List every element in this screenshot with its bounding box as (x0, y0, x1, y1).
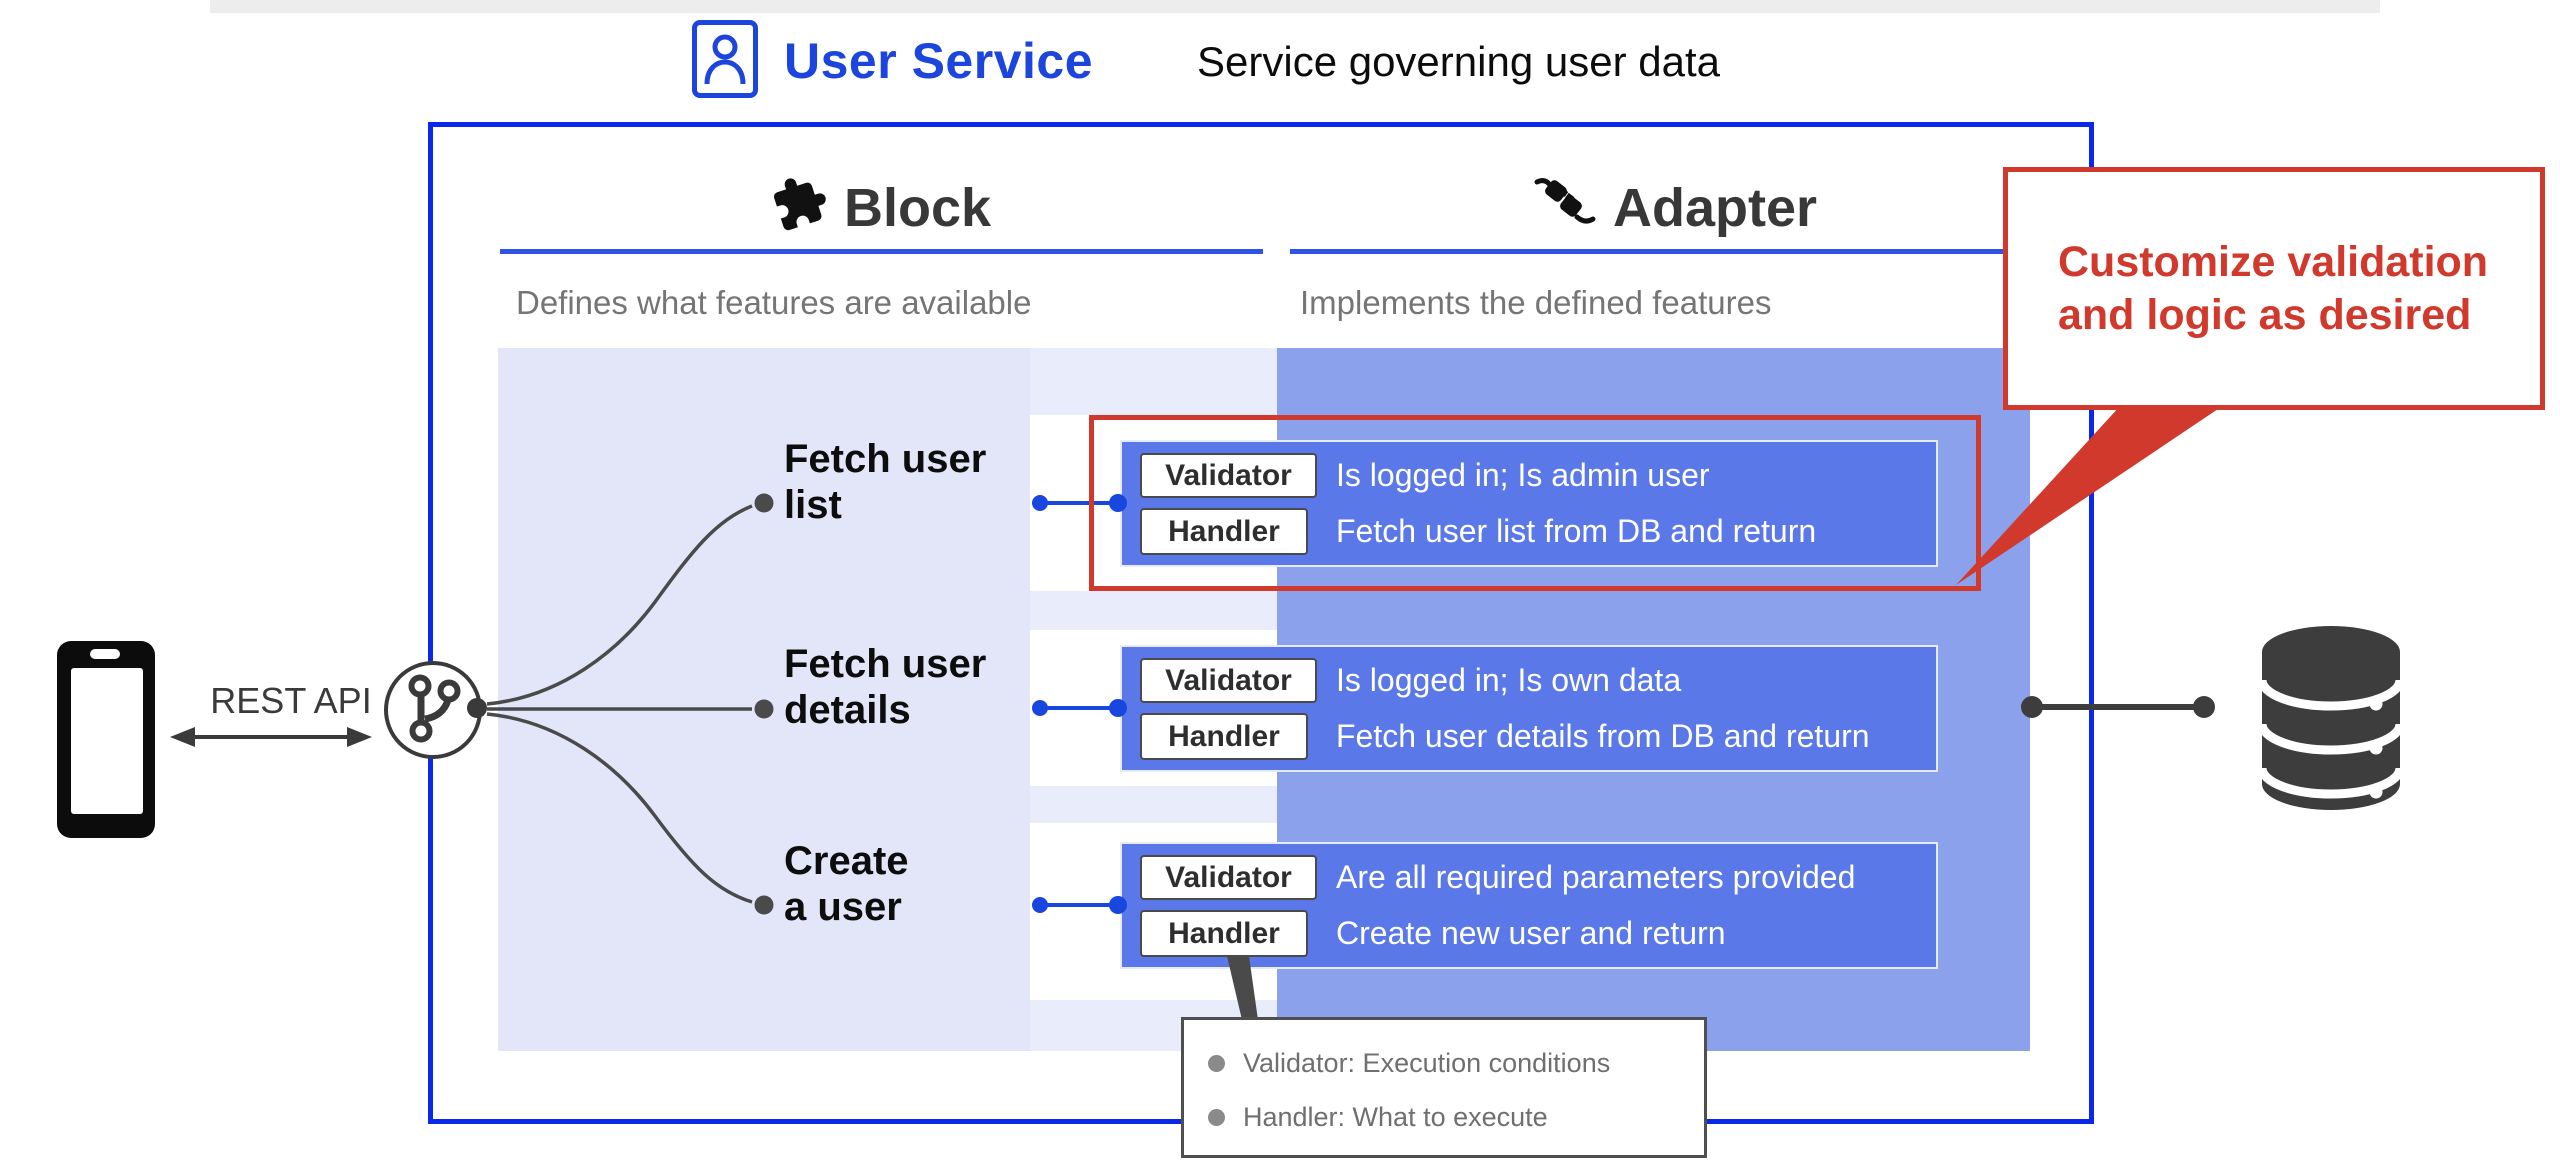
handler-text: Fetch user list from DB and return (1336, 513, 1817, 549)
plug-connection-icon (1531, 174, 1597, 243)
block-underline (500, 249, 1263, 254)
feature-label-create-a-user: Create a user (784, 839, 909, 929)
handler-chip: Handler (1140, 713, 1308, 760)
legend-text: Validator: Execution conditions (1243, 1047, 1611, 1078)
user-card-icon (692, 20, 758, 98)
rest-api-label: REST API (210, 680, 372, 721)
adapter-column-header: Adapter (1290, 176, 2058, 240)
highlight-red-box (1089, 415, 1981, 591)
block-subtitle: Defines what features are available (516, 284, 1032, 321)
rest-api-arrow (170, 727, 372, 747)
adapter-title: Adapter (1612, 178, 1818, 238)
handler-chip: Handler (1140, 910, 1308, 957)
validator-text: Is logged in; Is admin user (1336, 457, 1710, 493)
bullet-icon (1208, 1054, 1225, 1072)
block-title: Block (843, 178, 992, 238)
feature-label-fetch-user-details: Fetch user details (784, 642, 987, 732)
validator-chip: Validator (1140, 855, 1317, 900)
page-title: User Service (784, 33, 1094, 89)
top-divider (210, 0, 2380, 13)
feature-label-fetch-user-list: Fetch user list (784, 437, 987, 527)
adapter-row-fetch-user-details: Validator Is logged in; Is own data Hand… (1120, 645, 1938, 772)
bullet-icon (1208, 1108, 1225, 1126)
legend-tooltip: Validator: Execution conditions Handler:… (1181, 1017, 1707, 1158)
handler-text: Fetch user details from DB and return (1336, 718, 1870, 754)
page-subtitle: Service governing user data (1197, 38, 1720, 85)
validator-chip: Validator (1140, 453, 1317, 498)
callout-line1: Customize validation (2058, 237, 2489, 286)
legend-item: Validator: Execution conditions (1208, 1048, 1610, 1078)
validator-chip: Validator (1140, 658, 1317, 703)
legend-item: Handler: What to execute (1208, 1102, 1548, 1132)
smartphone-icon (57, 641, 155, 838)
validator-text: Are all required parameters provided (1336, 859, 1856, 895)
adapter-row-fetch-user-list: Validator Is logged in; Is admin user Ha… (1120, 440, 1938, 567)
handler-chip: Handler (1140, 508, 1308, 555)
adapter-row-create-a-user: Validator Are all required parameters pr… (1120, 842, 1938, 969)
validator-text: Is logged in; Is own data (1336, 662, 1682, 698)
block-column-header: Block (500, 176, 1263, 240)
callout-line2: and logic as desired (2058, 290, 2472, 339)
callout-bubble: Customize validation and logic as desire… (2003, 167, 2545, 410)
adapter-underline (1290, 249, 2058, 254)
adapter-subtitle: Implements the defined features (1300, 284, 1772, 321)
handler-text: Create new user and return (1336, 915, 1726, 951)
legend-text: Handler: What to execute (1243, 1101, 1548, 1132)
puzzle-icon (772, 174, 828, 243)
database-icon (2257, 626, 2405, 810)
